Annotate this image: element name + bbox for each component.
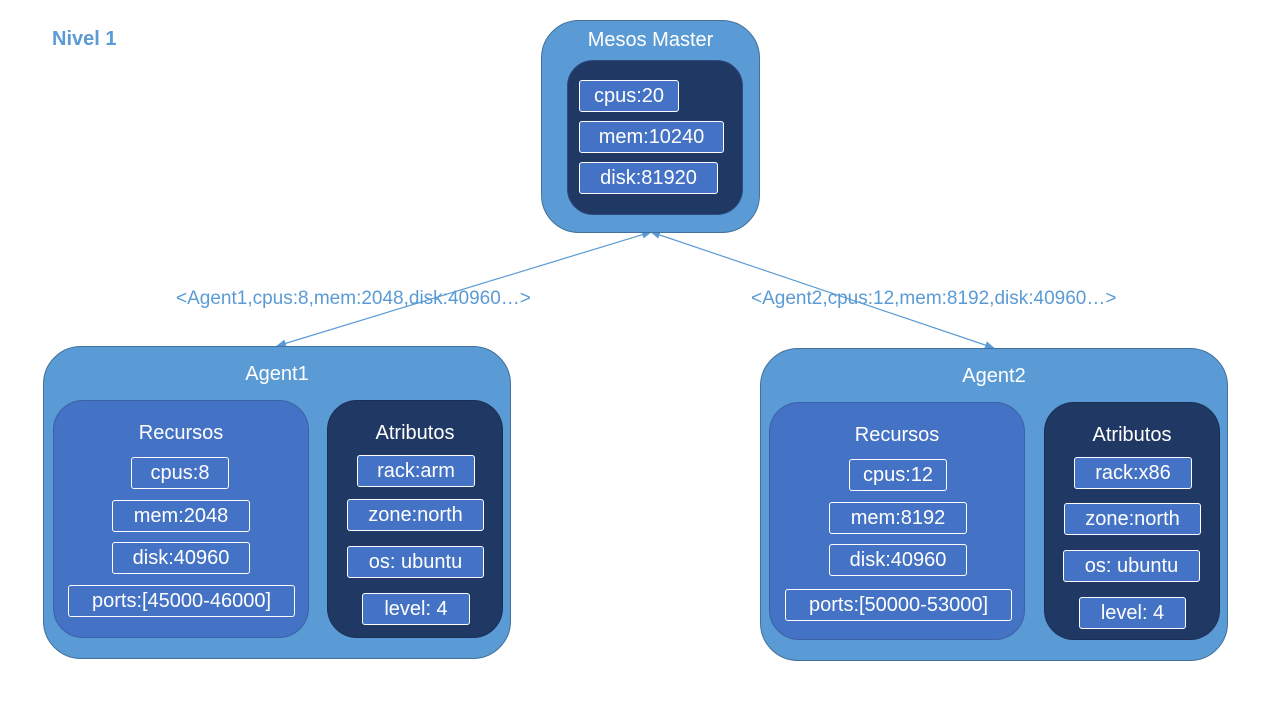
agent1-node: Agent1 Recursos cpus:8 mem:2048 disk:409… [43,346,511,659]
agent1-resource-item: ports:[45000-46000] [68,585,295,617]
agent1-resources-title: Recursos [138,422,224,444]
agent2-attributes-title: Atributos [1092,424,1172,446]
master-title: Mesos Master [587,29,714,51]
agent1-resource-item: mem:2048 [112,500,250,532]
agent2-resources-panel: Recursos cpus:12 mem:8192 disk:40960 por… [769,402,1025,640]
connector-master-agent2 [650,231,995,349]
agent2-attribute-item: os: ubuntu [1063,550,1200,582]
agent1-attribute-item: rack:arm [357,455,475,487]
agent1-attributes-title: Atributos [375,422,455,444]
agent2-resources-title: Recursos [854,424,940,446]
agent2-node: Agent2 Recursos cpus:12 mem:8192 disk:40… [760,348,1228,661]
master-resources-panel: cpus:20 mem:10240 disk:81920 [567,60,743,215]
agent1-resource-item: disk:40960 [112,542,250,574]
agent2-attribute-item: rack:x86 [1074,457,1192,489]
agent1-attribute-item: os: ubuntu [347,546,484,578]
agent1-resources-panel: Recursos cpus:8 mem:2048 disk:40960 port… [53,400,309,638]
agent1-attribute-item: level: 4 [362,593,470,625]
agent1-attribute-item: zone:north [347,499,484,531]
agent2-attribute-item: zone:north [1064,503,1201,535]
edge-label-agent2: <Agent2,cpus:12,mem:8192,disk:40960…> [751,288,1117,309]
connector-master-agent1 [276,230,652,348]
agent2-resource-item: cpus:12 [849,459,947,491]
agent1-title: Agent1 [245,363,309,385]
master-node: Mesos Master cpus:20 mem:10240 disk:8192… [541,20,760,233]
agent2-resource-item: disk:40960 [829,544,967,576]
level-label: Nivel 1 [52,28,117,50]
agent1-attributes-panel: Atributos rack:arm zone:north os: ubuntu… [327,400,503,638]
agent1-resource-item: cpus:8 [131,457,229,489]
agent2-resource-item: mem:8192 [829,502,967,534]
agent2-resource-item: ports:[50000-53000] [785,589,1012,621]
master-resource-item: cpus:20 [579,80,679,112]
master-resource-item: mem:10240 [579,121,724,153]
edge-label-agent1: <Agent1,cpus:8,mem:2048,disk:40960…> [176,288,531,309]
agent2-attributes-panel: Atributos rack:x86 zone:north os: ubuntu… [1044,402,1220,640]
agent2-title: Agent2 [962,365,1026,387]
master-resource-item: disk:81920 [579,162,718,194]
agent2-attribute-item: level: 4 [1079,597,1186,629]
